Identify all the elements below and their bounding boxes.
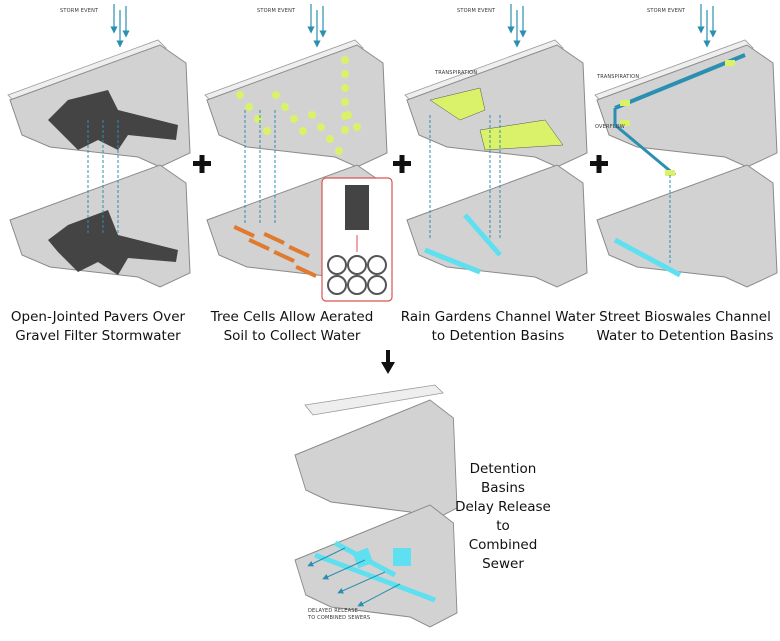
release-arrows bbox=[307, 547, 401, 607]
release-arrow bbox=[337, 571, 386, 594]
site-lower bbox=[596, 164, 778, 288]
tree-cell-grid bbox=[367, 255, 387, 275]
tree-icon bbox=[299, 127, 307, 135]
tree-cell-grid bbox=[347, 275, 367, 295]
tree-cell-module bbox=[345, 185, 369, 230]
caption-line: Open-Jointed Pavers Over bbox=[10, 309, 186, 325]
detention-basin bbox=[424, 247, 481, 275]
tree-cell-grid bbox=[327, 255, 347, 275]
plus-icon bbox=[193, 155, 608, 173]
caption-bioswales: Street Bioswales Channel Water to Detent… bbox=[590, 308, 780, 346]
tree-icon bbox=[341, 126, 349, 134]
tree-cell bbox=[273, 249, 295, 263]
release-label-1: DELAYED RELEASE bbox=[308, 608, 358, 614]
paver-gravel-area bbox=[48, 210, 178, 275]
tree-icon bbox=[341, 56, 349, 64]
caption-line: Delay Release to bbox=[455, 499, 551, 534]
tree-icon bbox=[341, 112, 349, 120]
storm-event-label: STORM EVENT bbox=[257, 8, 296, 14]
site-lower bbox=[406, 164, 588, 288]
tree-cell bbox=[248, 238, 270, 251]
tree-cell bbox=[263, 232, 285, 245]
storm-event-label: STORM EVENT bbox=[457, 8, 496, 14]
storm-event-label: STORM EVENT bbox=[60, 8, 99, 14]
caption-line: Combined Sewer bbox=[468, 537, 538, 572]
tree-icon bbox=[341, 70, 349, 78]
caption-line: Water to Detention Basins bbox=[596, 328, 774, 344]
caption-line: Street Bioswales Channel bbox=[599, 309, 771, 325]
bioswale-planter bbox=[620, 100, 630, 106]
caption-line: Rain Gardens Channel Water bbox=[400, 309, 596, 325]
bioswale bbox=[614, 53, 746, 110]
rain-garden bbox=[429, 87, 486, 121]
detention-basins-diagram bbox=[294, 384, 458, 628]
tree-icon bbox=[326, 135, 334, 143]
panel-3: STORM EVENT TRANSPIRATION bbox=[404, 4, 588, 288]
overflow-label: OVERFLOW bbox=[595, 124, 625, 130]
tree-cell bbox=[295, 265, 317, 278]
caption-line: Tree Cells Allow Aerated bbox=[210, 309, 374, 325]
tree-icon bbox=[290, 115, 298, 123]
bioswale-planter bbox=[725, 60, 735, 66]
down-arrow-icon bbox=[381, 350, 395, 374]
tree-icon bbox=[245, 103, 253, 111]
caption-pavers: Open-Jointed Pavers Over Gravel Filter S… bbox=[3, 308, 193, 346]
panel-4: STORM EVENT TRANSPIRATION OVERFLOW bbox=[594, 4, 778, 288]
transpiration-label: TRANSPIRATION bbox=[434, 70, 477, 76]
bioswale-planter bbox=[665, 170, 675, 176]
storm-event-label: STORM EVENT bbox=[647, 8, 686, 14]
caption-line: Detention Basins bbox=[469, 461, 537, 496]
tree-cell-grid bbox=[327, 275, 347, 295]
caption-line: Gravel Filter Stormwater bbox=[15, 328, 181, 344]
caption-line: to Detention Basins bbox=[431, 328, 565, 344]
release-arrow bbox=[307, 547, 346, 567]
tree-cell bbox=[233, 224, 255, 238]
tree-cell-grid bbox=[347, 255, 367, 275]
tree-icon bbox=[317, 123, 325, 131]
tree-icon bbox=[308, 111, 316, 119]
tree-icon bbox=[254, 115, 262, 123]
bioswale-planter bbox=[620, 120, 630, 126]
paver-area bbox=[48, 90, 178, 150]
detention-basin bbox=[613, 237, 682, 278]
release-label-2: TO COMBINED SEWERS bbox=[307, 615, 370, 621]
tree-icon bbox=[341, 84, 349, 92]
tree-cell bbox=[288, 244, 310, 258]
tree-icon bbox=[272, 91, 280, 99]
release-arrow bbox=[357, 583, 401, 607]
tree-icon bbox=[263, 127, 271, 135]
tree-icon bbox=[281, 103, 289, 111]
tree-cell-grid bbox=[367, 275, 387, 295]
detention-basin bbox=[463, 213, 502, 257]
rain-garden bbox=[479, 119, 564, 151]
release-arrow bbox=[322, 559, 366, 580]
caption-detention: Detention Basins Delay Release to Combin… bbox=[448, 460, 558, 574]
tree-icon bbox=[236, 91, 244, 99]
caption-tree-cells: Tree Cells Allow Aerated Soil to Collect… bbox=[197, 308, 387, 346]
tree-icon bbox=[353, 123, 361, 131]
bioswale bbox=[613, 108, 676, 177]
tree-icon bbox=[335, 147, 343, 155]
tree-icon bbox=[341, 98, 349, 106]
caption-line: Soil to Collect Water bbox=[223, 328, 361, 344]
panel-2: STORM EVENT bbox=[204, 4, 393, 302]
panel-1: STORM EVENT bbox=[7, 4, 191, 288]
transpiration-label: TRANSPIRATION bbox=[596, 74, 639, 80]
caption-rain-gardens: Rain Gardens Channel Water to Detention … bbox=[398, 308, 598, 346]
